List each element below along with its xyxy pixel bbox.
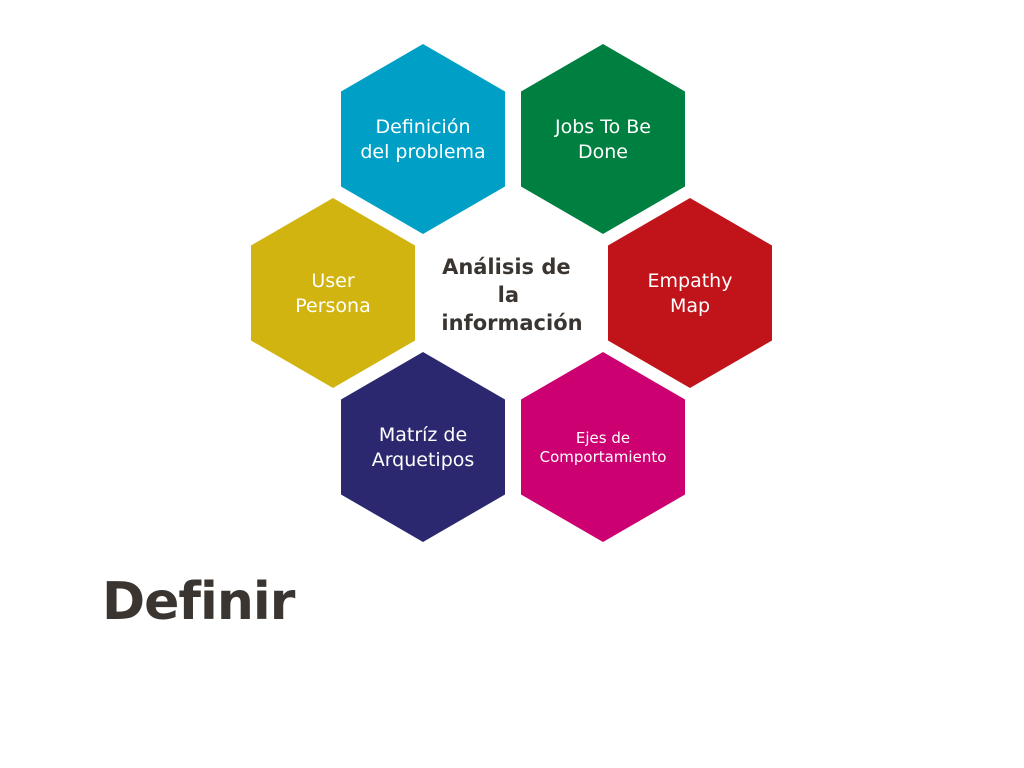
hexagon-shape bbox=[251, 198, 415, 388]
hexagon-shape bbox=[608, 198, 772, 388]
hexagon-label: Matríz de Arquetipos bbox=[372, 424, 475, 471]
hexagon-label-line: Matríz de bbox=[379, 424, 467, 446]
hexagon-label-line: Comportamiento bbox=[540, 448, 667, 466]
hexagon-label-line: User bbox=[311, 270, 354, 292]
hexagon-label-line: Map bbox=[670, 295, 710, 317]
hexagon-label-line: Arquetipos bbox=[372, 449, 475, 471]
page-title: Definir bbox=[102, 572, 295, 632]
hexagon-label-line: Empathy bbox=[648, 270, 733, 292]
center-label: Análisis de la información bbox=[441, 255, 582, 335]
hexagon-shape bbox=[341, 44, 505, 234]
hexagon-jobs-to-be-done: Jobs To Be Done bbox=[521, 44, 685, 234]
hexagon-shape bbox=[521, 44, 685, 234]
hexagon-label-line: Persona bbox=[295, 295, 371, 317]
hexagon-label-line: Done bbox=[578, 141, 628, 163]
hexagon-shape bbox=[341, 352, 505, 542]
hexagon-definicion-del-problema: Definición del problema bbox=[341, 44, 505, 234]
hexagon-label-line: Jobs To Be bbox=[554, 116, 651, 138]
hexagon-shape bbox=[521, 352, 685, 542]
hexagon-label-line: Definición bbox=[376, 116, 471, 138]
hexagon-label: Jobs To Be Done bbox=[554, 116, 651, 163]
hexagon-diagram: Definición del problema Jobs To Be DoneEmpa… bbox=[251, 44, 772, 542]
center-label-line: la bbox=[498, 283, 519, 307]
center-label-line: Análisis de bbox=[442, 255, 571, 279]
hexagon-label: Definición del problema bbox=[360, 116, 485, 163]
hexagon-label-line: Ejes de bbox=[576, 429, 630, 447]
hexagon-label-line: del problema bbox=[360, 141, 485, 163]
hexagon-matriz-de-arquetipos: Matríz de Arquetipos bbox=[341, 352, 505, 542]
center-label-line: información bbox=[441, 311, 582, 335]
